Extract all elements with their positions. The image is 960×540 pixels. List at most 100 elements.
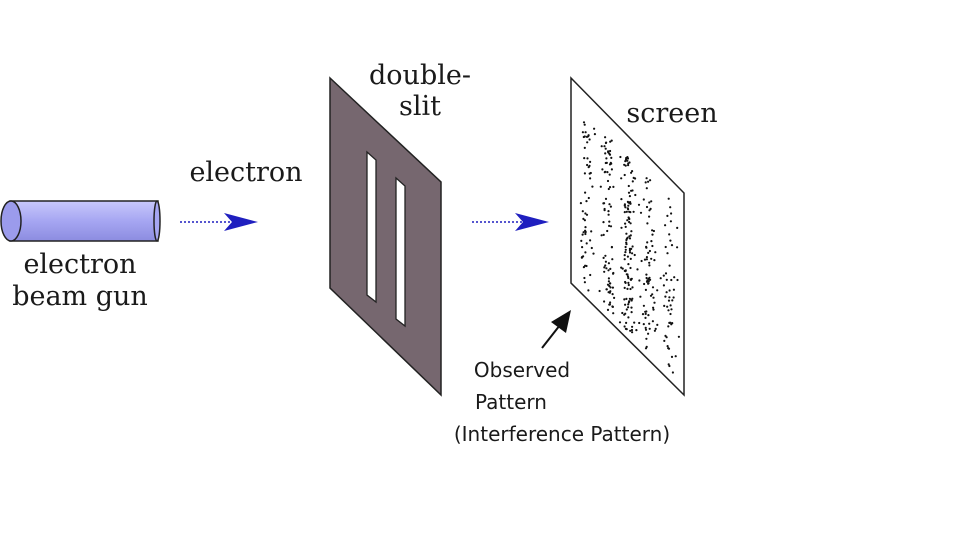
interference-dot (625, 232, 628, 235)
interference-dot (583, 281, 587, 284)
interference-dot (629, 257, 632, 260)
interference-dot (668, 264, 671, 267)
interference-dot (649, 179, 652, 182)
interference-dot (677, 335, 681, 338)
interference-dot (631, 286, 634, 289)
interference-dot (624, 225, 627, 228)
interference-dot (602, 256, 605, 259)
interference-dot (628, 220, 631, 224)
interference-dot (673, 276, 676, 279)
interference-dot (621, 311, 624, 315)
interference-dot (665, 291, 668, 294)
interference-dot (652, 229, 656, 233)
interference-dot (627, 263, 630, 266)
interference-dot (668, 289, 671, 292)
interference-dot (645, 246, 648, 249)
interference-dot (602, 221, 605, 224)
observed-label-line2: Pattern (475, 390, 547, 414)
interference-dot (580, 256, 584, 259)
gun-front-cap (153, 200, 161, 242)
interference-dot (607, 280, 611, 283)
interference-dot (648, 327, 651, 330)
screen-label: screen (626, 98, 717, 129)
interference-dot (608, 173, 611, 176)
interference-dot (607, 269, 610, 272)
interference-dot (648, 249, 652, 253)
interference-dot (582, 231, 585, 234)
interference-dot (581, 131, 585, 134)
interference-dot (611, 258, 614, 261)
interference-dot (642, 323, 645, 326)
interference-dot (590, 230, 593, 233)
interference-dot (598, 289, 601, 293)
interference-dot (585, 200, 588, 203)
interference-dot (609, 140, 612, 143)
interference-dot (590, 246, 593, 250)
interference-dot (604, 254, 607, 257)
interference-dot (644, 181, 647, 184)
interference-dot (669, 206, 672, 209)
interference-dot (627, 283, 630, 287)
interference-dot (627, 316, 630, 319)
interference-dot (627, 281, 630, 284)
interference-dot (603, 171, 606, 174)
interference-dot (587, 166, 590, 169)
interference-dot (586, 163, 589, 167)
interference-dot (631, 252, 634, 255)
interference-dot (624, 327, 628, 330)
interference-dot (629, 329, 632, 332)
interference-dot (645, 187, 648, 190)
interference-dot (624, 269, 627, 272)
interference-dot (666, 252, 669, 255)
interference-dot (604, 197, 608, 200)
interference-dot (651, 233, 654, 236)
interference-dot (603, 209, 606, 212)
interference-dot (629, 222, 632, 225)
interference-dot (613, 296, 616, 299)
interference-dot (612, 272, 615, 275)
interference-dot (587, 135, 590, 138)
interference-dot (583, 123, 586, 126)
interference-dot (586, 141, 589, 144)
interference-dot (648, 201, 651, 204)
interference-dot (643, 258, 647, 261)
interference-dot (644, 316, 647, 319)
interference-dot (623, 286, 626, 289)
interference-dot (631, 325, 634, 328)
interference-dot (605, 267, 608, 270)
interference-dot (609, 205, 613, 208)
interference-dot (667, 299, 671, 302)
interference-dot (627, 306, 630, 309)
interference-dot (649, 294, 653, 297)
interference-dot (642, 304, 646, 307)
interference-dot (669, 220, 673, 223)
interference-dot (592, 252, 595, 255)
interference-dot (644, 288, 648, 291)
interference-dot (608, 220, 611, 223)
interference-dot (652, 296, 655, 299)
interference-dot (653, 329, 657, 332)
interference-dot (671, 299, 674, 302)
interference-dot (667, 347, 671, 350)
interference-dot (628, 251, 632, 254)
interference-dot (623, 204, 626, 207)
interference-dot (608, 186, 612, 189)
interference-dot (642, 198, 645, 201)
interference-dot (582, 217, 585, 220)
interference-dot (650, 257, 653, 260)
interference-dot (624, 160, 627, 163)
interference-dot (656, 289, 659, 292)
interference-dot (651, 244, 654, 248)
interference-dot (611, 286, 615, 289)
interference-dot (607, 277, 611, 280)
interference-dot (627, 208, 630, 211)
interference-dot (668, 233, 671, 236)
interference-dot (600, 234, 603, 237)
interference-dot (624, 206, 627, 209)
slit-opening-right (395, 176, 406, 328)
interference-dot (648, 261, 651, 264)
interference-dot (644, 328, 648, 331)
interference-dot (667, 197, 670, 200)
interference-dot (670, 278, 673, 282)
interference-dot (624, 248, 627, 251)
